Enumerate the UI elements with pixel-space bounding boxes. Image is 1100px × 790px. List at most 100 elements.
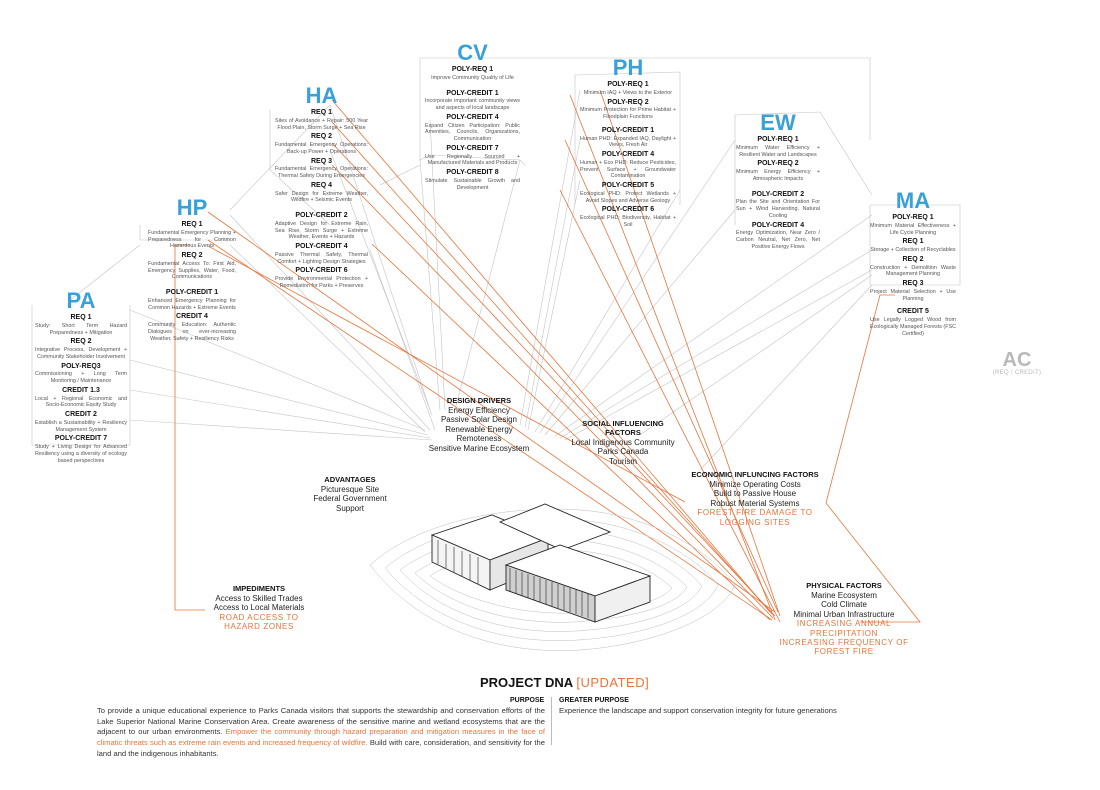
category-hp: HP REQ 1 Fundamental Emergency Planning …: [148, 197, 236, 342]
group-item: Marine Ecosystem: [811, 590, 877, 600]
item-desc: Minimum Material Effectiveness + Life Cy…: [870, 222, 956, 236]
item-desc: Expand Citizen Participation: Public Ame…: [425, 122, 520, 143]
item-desc: Passive Thermal Safety, Thermal Comfort …: [275, 251, 368, 265]
item-title: POLY-REQ 1: [607, 81, 649, 88]
item-title: POLY-CREDIT 1: [446, 89, 499, 97]
item-title: POLY-REQ3: [61, 362, 101, 370]
group-title: ECONOMIC INFLUNCING FACTORS: [691, 470, 819, 479]
building-volumes: [430, 503, 652, 623]
item-desc: Minimum Energy Efficiency + Atmospheric …: [736, 169, 820, 182]
group-item: Minimal Urban Infrastructure: [793, 609, 895, 619]
group-item-highlight: FOREST FIRE DAMAGE TO LOGGING SITES: [697, 508, 813, 527]
item-title: POLY-REQ 2: [757, 160, 799, 168]
item-title: POLY-CREDIT 6: [601, 206, 655, 214]
item-desc: Establish a Sustainability + Resiliency …: [35, 419, 127, 433]
page-title: PROJECT DNA [UPDATED]: [480, 675, 649, 690]
greater-purpose-text: Experience the landscape and support con…: [559, 706, 837, 715]
item-title: POLY-CREDIT 1: [601, 126, 655, 134]
group-title: ADVANTAGES: [324, 475, 376, 484]
item-desc: Integrative Process, Development + Commu…: [35, 347, 127, 360]
item-title: CREDIT 4: [176, 313, 208, 321]
item-desc: Ecological PHD: Protect Wetlands + Avoid…: [580, 190, 676, 204]
group-item: Local Indigenous Community: [571, 437, 675, 447]
item-title: POLY-REQ 1: [451, 66, 494, 73]
social-influencing-factors: SOCIAL INFLUENCING FACTORS Local Indigen…: [568, 419, 678, 466]
category-code: PH: [612, 55, 644, 80]
group-item: Tourism: [608, 456, 637, 466]
item-title: CREDIT 1.3: [62, 386, 100, 394]
item-title: REQ 1: [70, 314, 92, 321]
page-title-suffix: [UPDATED]: [576, 675, 650, 690]
category-sub: (REQ / CREDIT): [992, 370, 1042, 376]
item-title: REQ 2: [70, 338, 92, 346]
purpose-text-b: Build with care, consideration, and sens…: [97, 737, 545, 758]
item-desc: Fundamental Emergency Operations: Therma…: [275, 166, 368, 179]
item-title: POLY-CREDIT 2: [295, 212, 348, 219]
purpose-text-highlight: Empower the community through hazard pre…: [97, 727, 546, 747]
item-title: POLY-REQ 1: [757, 136, 799, 143]
group-item: Picturesque Site: [320, 484, 380, 494]
group-item-highlight: INCREASING ANNUAL PRECIPITATION: [796, 619, 892, 638]
item-title: CREDIT 5: [897, 308, 929, 316]
group-item: Access to Local Materials: [213, 603, 305, 613]
purpose-heading: PURPOSE: [510, 697, 545, 704]
item-desc: Provide Environmental Protection + Remed…: [275, 276, 368, 289]
item-desc: Incorporate important community views an…: [425, 98, 520, 111]
group-item: Energy Efficiency: [448, 405, 510, 415]
item-title: REQ 1: [181, 221, 203, 228]
item-title: POLY-CREDIT 2: [751, 190, 805, 198]
item-desc: Adaptive Design for Extreme Rain, Sea Ri…: [275, 220, 368, 241]
group-item: Access to Skilled Trades: [215, 593, 303, 603]
impediments: IMPEDIMENTS Access to Skilled Trades Acc…: [200, 584, 318, 632]
category-code: EW: [760, 110, 796, 135]
physical-factors: PHYSICAL FACTORS Marine Ecosystem Cold C…: [770, 581, 918, 657]
item-desc: Study: Short Term Hazard Preparedness + …: [35, 322, 127, 336]
category-code: PA: [66, 288, 96, 313]
item-title: REQ 2: [902, 255, 924, 263]
category-code: HA: [305, 83, 338, 108]
item-desc: Project Material Selection + Use Plannin…: [870, 288, 956, 302]
item-desc: Construction + Demolition Waste Manageme…: [870, 264, 956, 278]
item-desc: Use Legally Logged Wood from Ecologicall…: [870, 317, 956, 337]
item-desc: Local + Regional Economic and Socio-Econ…: [35, 395, 127, 409]
item-desc: Plan the Site and Orientation For Sun + …: [736, 199, 820, 219]
item-title: POLY-CREDIT 6: [295, 267, 348, 275]
item-desc: Human PHD: Expanded IAQ, Daylight + View…: [580, 135, 676, 149]
group-item: Robust Material Systems: [710, 498, 800, 508]
item-title: POLY-CREDIT 5: [601, 182, 655, 189]
category-ha: HA REQ 1 Sites of Avoidance + Repair: 50…: [275, 85, 368, 290]
item-title: REQ 4: [310, 181, 332, 189]
item-desc: Storage + Collection of Recyclables: [870, 247, 956, 253]
item-desc: Ecological PHD: Biodiversity, Habitat + …: [580, 215, 676, 228]
item-desc: Energy Optimization, Near Zero / Carbon …: [736, 230, 820, 250]
item-title: POLY-REQ 2: [607, 98, 649, 106]
item-desc: Improve Community Quality of Life: [431, 74, 514, 81]
group-item: Sensitive Marine Ecosystem: [428, 443, 530, 453]
group-item-highlight: INCREASING FREQUENCY OF FOREST FIRE: [779, 638, 909, 657]
group-item: Remoteness: [456, 434, 502, 444]
facade-fins: [437, 540, 589, 618]
item-title: POLY-CREDIT 4: [446, 113, 499, 121]
item-title: POLY-CREDIT 7: [446, 144, 499, 152]
greater-purpose-heading: GREATER PURPOSE: [559, 697, 629, 704]
item-title: CREDIT 2: [65, 411, 97, 418]
category-ma: MA POLY-REQ 1 Minimum Material Effective…: [870, 190, 956, 337]
group-item: Passive Solar Design: [440, 415, 518, 425]
item-title: POLY-CREDIT 4: [751, 221, 805, 229]
category-ew: EW POLY-REQ 1 Minimum Water Efficiency +…: [736, 112, 820, 251]
advantages: ADVANTAGES Picturesque Site Federal Gove…: [300, 475, 400, 513]
purpose-text: To provide a unique educational experien…: [97, 706, 545, 759]
item-desc: Enhanced Emergency Planning for Common H…: [148, 297, 236, 311]
divider: [551, 697, 552, 745]
group-title: PHYSICAL FACTORS: [806, 581, 882, 590]
item-desc: Sites of Avoidance + Repair: 500 Year Fl…: [275, 117, 368, 131]
item-title: POLY-CREDIT 8: [446, 169, 499, 176]
group-item: Cold Climate: [821, 600, 867, 610]
item-desc: Commissioning + Long Term Monitoring / M…: [35, 371, 127, 384]
item-desc: Minimum Water Efficiency + Resilient Wat…: [736, 144, 820, 158]
item-title: POLY-CREDIT 4: [295, 243, 348, 250]
group-item-highlight: ROAD ACCESS TO HAZARD ZONES: [219, 612, 299, 632]
building-axonometric: [369, 503, 736, 651]
design-drivers: DESIGN DRIVERS Energy Efficiency Passive…: [420, 396, 538, 453]
